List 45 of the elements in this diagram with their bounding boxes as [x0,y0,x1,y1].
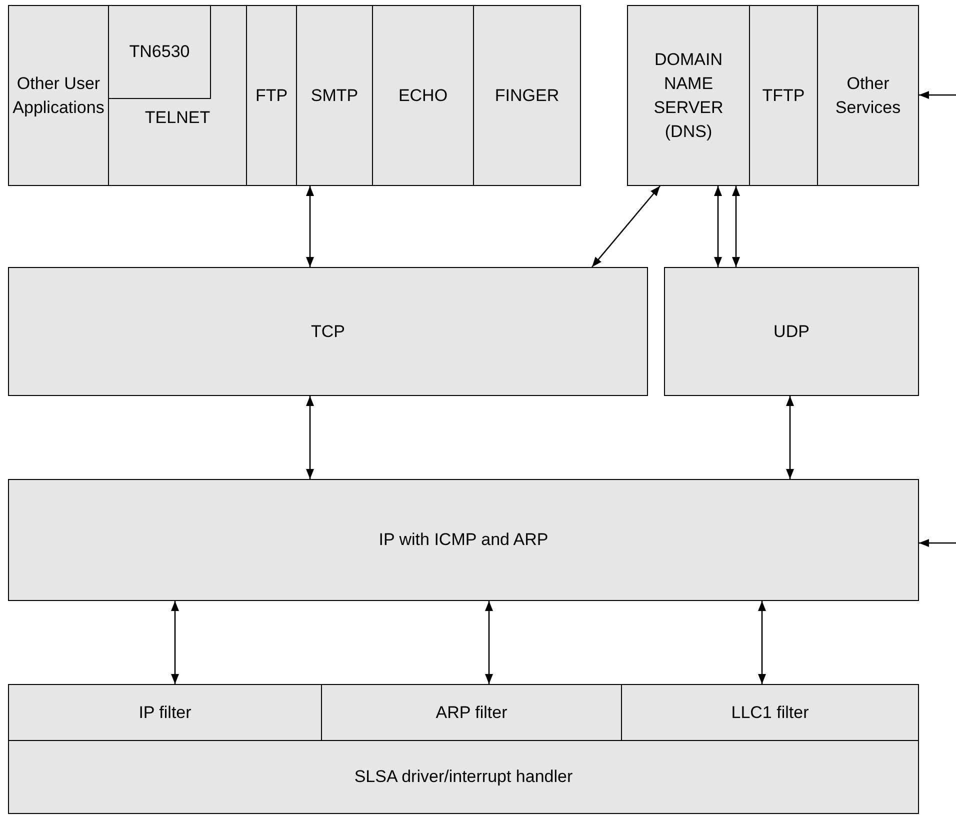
protocol-box [8,740,919,814]
protocol-box [627,5,750,186]
arrow [919,91,956,99]
arrow [485,601,493,684]
arrow [171,601,179,684]
protocol-label: SMTP [310,84,360,106]
protocol-box [321,684,622,741]
protocol-box [108,5,247,186]
protocol-box [8,684,322,741]
arrow [714,186,722,267]
arrow [758,601,766,684]
protocol-box [8,479,919,601]
protocol-box [246,5,297,186]
protocol-box [817,5,919,186]
protocol-box [8,267,648,396]
protocol-box [296,5,373,186]
protocol-label: DOMAIN NAME SERVER (DNS) [652,48,724,142]
protocol-label: Other Services [834,72,902,118]
protocol-box [664,267,919,396]
protocol-label: SLSA driver/interrupt handler [353,766,574,788]
arrow [786,396,794,479]
protocol-label: TN6530 [128,41,191,63]
protocol-label: IP filter [138,702,192,724]
protocol-label: ARP filter [434,702,508,724]
arrow [306,186,314,267]
protocol-label: Other User Applications [12,72,106,118]
arrow [919,539,956,547]
arrow [592,186,660,268]
protocol-box [108,5,211,99]
protocol-label: FINGER [494,84,560,106]
protocol-box [8,5,109,186]
protocol-label: LLC1 filter [730,702,810,724]
protocol-label: FTP [254,84,289,106]
protocol-box [621,684,919,741]
protocol-label: TELNET [144,107,212,129]
arrow [306,396,314,479]
protocol-box [372,5,474,186]
protocol-label: TCP [310,320,346,342]
protocol-label: IP with ICMP and ARP [378,529,550,551]
protocol-label: ECHO [397,84,449,106]
protocol-box [473,5,581,186]
protocol-label: UDP [772,320,810,342]
arrow [732,186,740,267]
protocol-box [749,5,818,186]
protocol-label: TFTP [761,84,806,106]
